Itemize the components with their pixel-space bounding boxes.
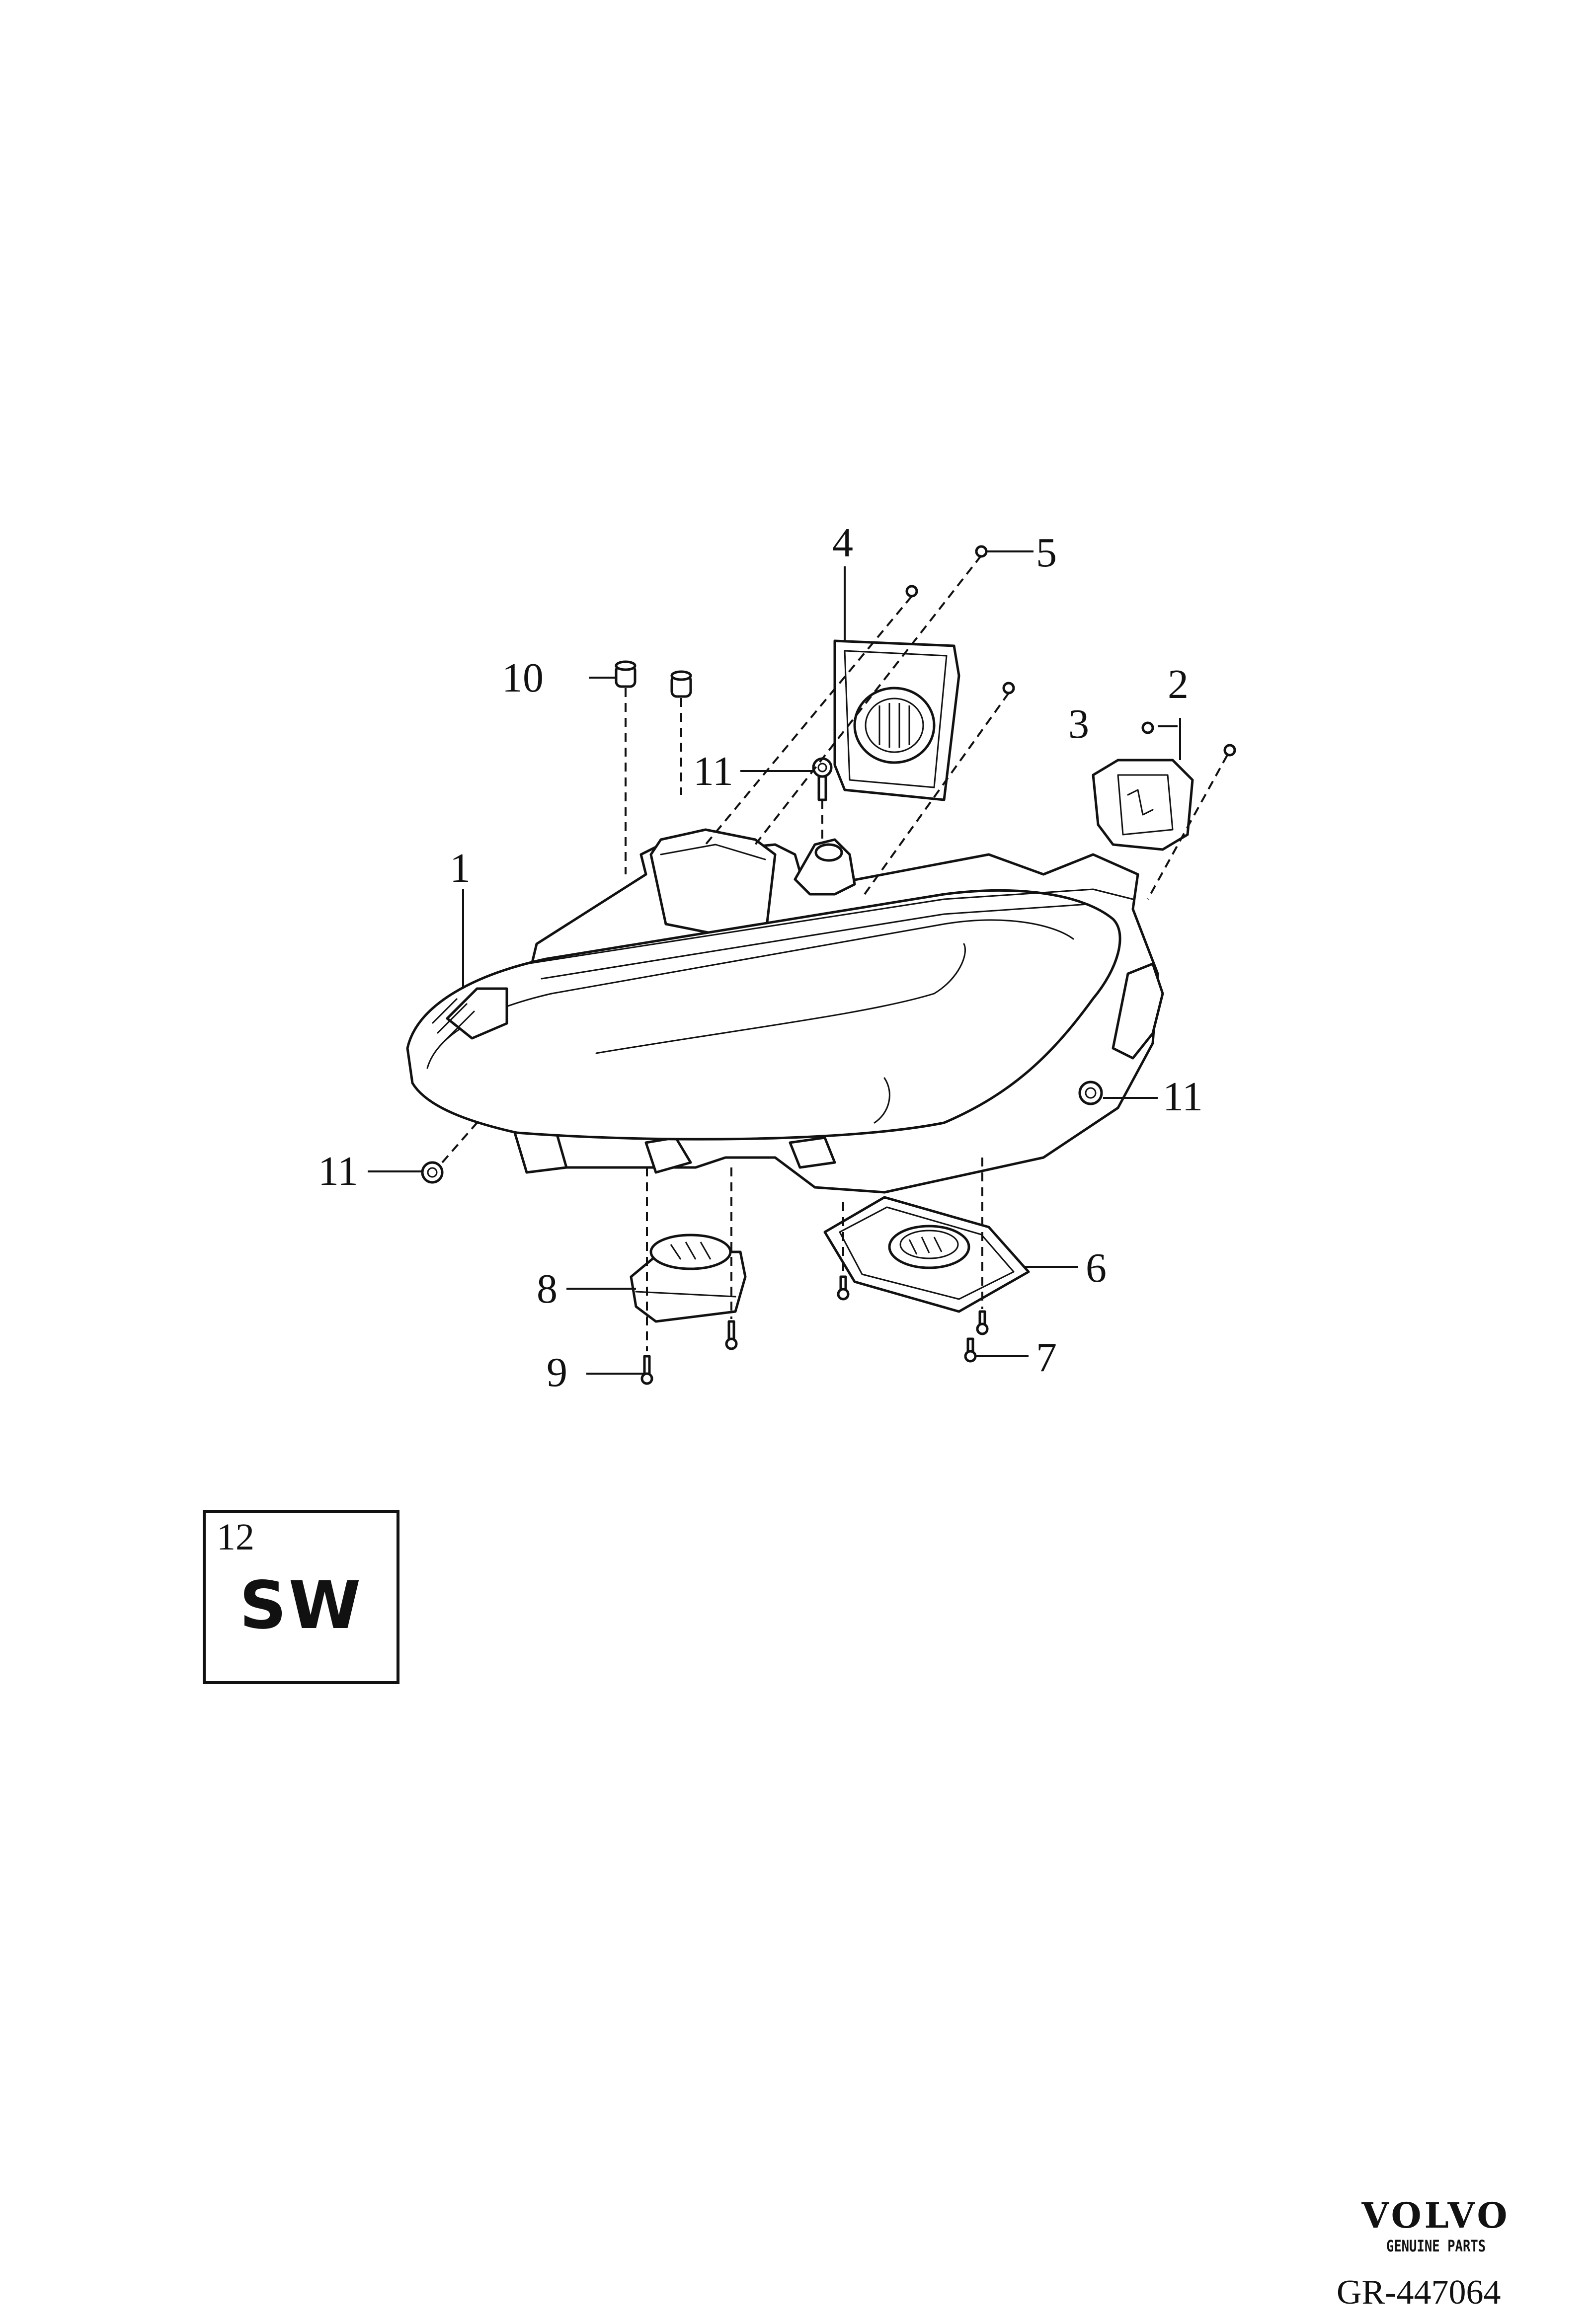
brand-logo: VOLVO <box>1361 2195 1511 2236</box>
headlamp-control-module-lower <box>823 1196 1030 1313</box>
screw-5 <box>975 545 1034 558</box>
callout-8: 8 <box>537 1266 557 1312</box>
screw-8b <box>725 1320 738 1350</box>
callout-11-top: 11 <box>693 748 733 794</box>
caps <box>615 660 692 698</box>
screw-2 <box>1223 744 1236 757</box>
brand-subtitle: GENUINE PARTS <box>1386 2237 1486 2255</box>
led-control-unit <box>630 1234 747 1323</box>
software-part-number: 12 <box>217 1516 254 1558</box>
screw-7a <box>976 1310 989 1335</box>
callout-2: 2 <box>1168 661 1189 707</box>
screw-9 <box>640 1355 653 1385</box>
callout-6: 6 <box>1086 1245 1107 1291</box>
callout-11-left: 11 <box>318 1148 358 1194</box>
callout-10: 10 <box>502 655 544 701</box>
callout-5: 5 <box>1036 530 1057 576</box>
led-module <box>1092 759 1194 851</box>
callout-7: 7 <box>1036 1334 1057 1381</box>
screw-11-right <box>1078 1081 1103 1105</box>
screw-4a <box>905 585 918 598</box>
screw-11-left <box>421 1161 444 1184</box>
callout-4: 4 <box>832 520 853 566</box>
software-box: 12 SW <box>203 1510 399 1684</box>
callout-9: 9 <box>547 1349 567 1395</box>
screw-3 <box>1141 721 1154 734</box>
leader-lines <box>368 554 1228 1375</box>
callout-1: 1 <box>450 845 471 891</box>
screws <box>421 545 1236 1385</box>
screw-6 <box>837 1275 850 1301</box>
screw-11-top <box>812 757 833 801</box>
callout-11-right: 11 <box>1163 1074 1203 1120</box>
headlamp-housing <box>406 828 1164 1194</box>
reference-code: GR-447064 <box>1337 2273 1501 2312</box>
screw-7b <box>964 1337 977 1363</box>
callouts: 1 2 3 4 5 6 7 8 9 10 11 11 11 <box>318 520 1203 1395</box>
callout-3: 3 <box>1068 701 1089 747</box>
headlamp-control-module-upper <box>833 639 960 801</box>
screw-4b <box>1002 682 1015 695</box>
software-label: SW <box>239 1567 363 1644</box>
